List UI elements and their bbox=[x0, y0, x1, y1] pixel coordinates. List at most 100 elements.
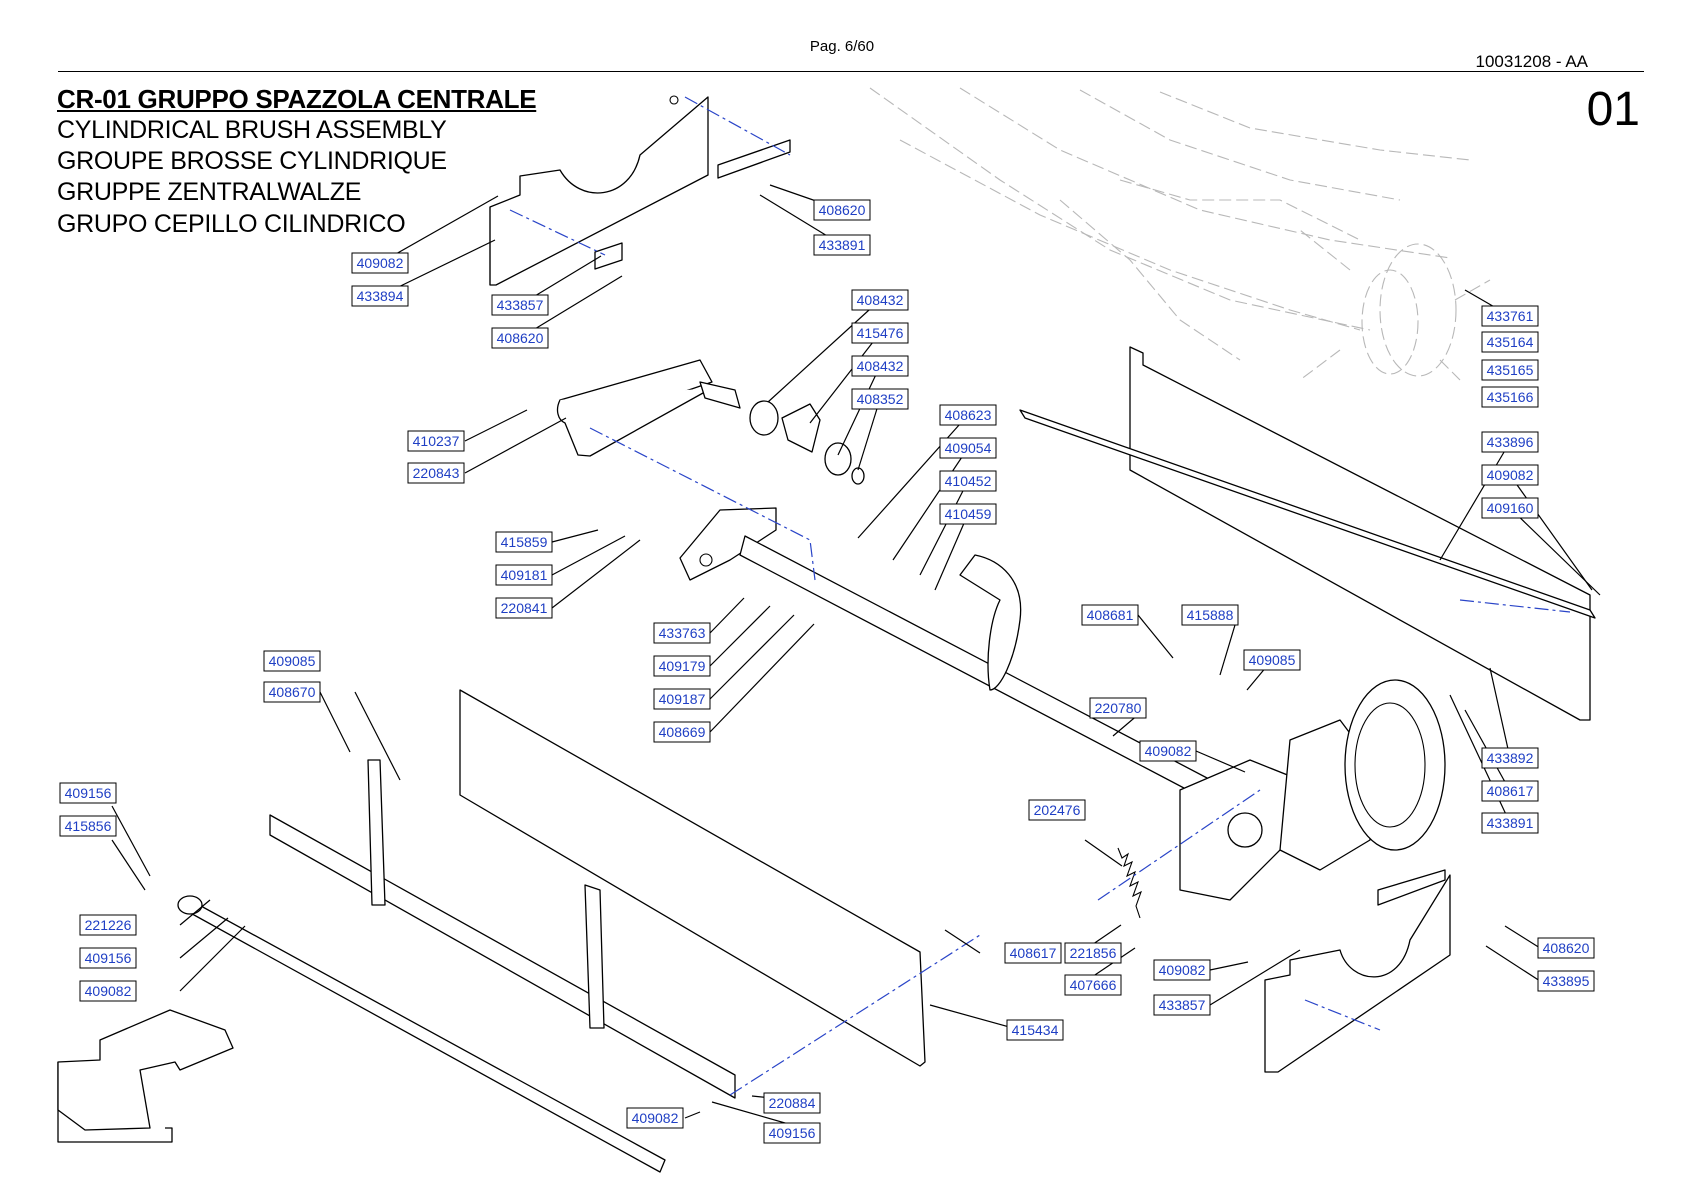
part-number-text: 408620 bbox=[819, 202, 866, 218]
part-label-box bbox=[79, 914, 137, 936]
subtitle-english: CYLINDRICAL BRUSH ASSEMBLY bbox=[57, 116, 447, 144]
part-number-text: 415856 bbox=[65, 818, 112, 834]
part-label-box bbox=[59, 782, 117, 804]
part-number-text: 410459 bbox=[945, 506, 992, 522]
part-label-box bbox=[1064, 942, 1122, 964]
part-label-box bbox=[939, 503, 997, 525]
part-number-text: 408432 bbox=[857, 292, 904, 308]
part-label-408617: 408617 bbox=[1004, 942, 1062, 964]
part-number-text: 433892 bbox=[1487, 750, 1534, 766]
part-number-text: 415859 bbox=[501, 534, 548, 550]
part-label-box bbox=[851, 355, 909, 377]
part-label-435166: 435166 bbox=[1481, 386, 1539, 408]
part-label-box bbox=[495, 564, 553, 586]
lower-front-flap bbox=[459, 689, 926, 1067]
part-label-box bbox=[653, 655, 711, 677]
part-number-text: 408617 bbox=[1487, 783, 1534, 799]
part-number-text: 410237 bbox=[413, 433, 460, 449]
part-label-box bbox=[263, 650, 321, 672]
part-label-408617: 408617 bbox=[1481, 780, 1539, 802]
part-label-433763: 433763 bbox=[653, 622, 711, 644]
top-side-plate bbox=[489, 95, 709, 286]
part-label-433892: 433892 bbox=[1481, 747, 1539, 769]
part-label-415434: 415434 bbox=[1006, 1019, 1064, 1041]
part-label-415859: 415859 bbox=[495, 531, 553, 553]
part-label-409181: 409181 bbox=[495, 564, 553, 586]
part-label-box bbox=[1537, 970, 1595, 992]
part-label-409179: 409179 bbox=[653, 655, 711, 677]
part-number-text: 409160 bbox=[1487, 500, 1534, 516]
part-label-409082: 409082 bbox=[79, 980, 137, 1002]
part-label-box bbox=[1081, 604, 1139, 626]
brush-arm bbox=[556, 359, 865, 485]
page-number: Pag. 6/60 bbox=[809, 38, 875, 55]
subtitle-spanish: GRUPO CEPILLO CILINDRICO bbox=[57, 210, 406, 238]
part-number-text: 409156 bbox=[65, 785, 112, 801]
part-label-box bbox=[1481, 331, 1539, 353]
part-label-409082: 409082 bbox=[626, 1107, 684, 1129]
part-label-box bbox=[351, 252, 409, 274]
part-label-433895: 433895 bbox=[1537, 970, 1595, 992]
part-label-408669: 408669 bbox=[653, 721, 711, 743]
part-number-labels: 408620 433891 409082 433894 433857 408620 4084… bbox=[59, 199, 1595, 1144]
part-label-box bbox=[939, 470, 997, 492]
part-number-text: 433895 bbox=[1543, 973, 1590, 989]
part-label-box bbox=[1153, 959, 1211, 981]
part-number-text: 433857 bbox=[1159, 997, 1206, 1013]
part-label-408432: 408432 bbox=[851, 289, 909, 311]
part-label-409082: 409082 bbox=[1139, 740, 1197, 762]
part-label-410237: 410237 bbox=[407, 430, 465, 452]
part-number-text: 433857 bbox=[497, 297, 544, 313]
tension-spring bbox=[1117, 847, 1142, 919]
part-number-text: 220843 bbox=[413, 465, 460, 481]
part-number-text: 433891 bbox=[819, 237, 866, 253]
part-label-220843: 220843 bbox=[407, 462, 465, 484]
orientation-arrow-block bbox=[57, 1009, 234, 1143]
part-label-box bbox=[1004, 942, 1062, 964]
part-label-box bbox=[1089, 697, 1147, 719]
part-number-text: 409054 bbox=[945, 440, 992, 456]
document-code: 10031208 - AA bbox=[1475, 52, 1588, 71]
part-label-433761: 433761 bbox=[1481, 305, 1539, 327]
part-label-409187: 409187 bbox=[653, 688, 711, 710]
part-label-box bbox=[491, 294, 549, 316]
assembly-axis-lines bbox=[509, 96, 1571, 1096]
part-label-408620: 408620 bbox=[813, 199, 871, 221]
part-label-433857: 433857 bbox=[1153, 994, 1211, 1016]
part-number-text: 409082 bbox=[632, 1110, 679, 1126]
part-label-box bbox=[1481, 497, 1539, 519]
lower-frame bbox=[177, 759, 736, 1173]
part-number-text: 409082 bbox=[1145, 743, 1192, 759]
part-label-box bbox=[813, 199, 871, 221]
part-number-text: 415434 bbox=[1012, 1022, 1059, 1038]
part-label-box bbox=[1181, 604, 1239, 626]
part-label-box bbox=[1481, 359, 1539, 381]
part-number-text: 409082 bbox=[357, 255, 404, 271]
part-number-text: 202476 bbox=[1034, 802, 1081, 818]
part-label-box bbox=[1481, 747, 1539, 769]
part-number-text: 435165 bbox=[1487, 362, 1534, 378]
subtitle-french: GROUPE BROSSE CYLINDRIQUE bbox=[57, 147, 447, 175]
part-label-408352: 408352 bbox=[851, 388, 909, 410]
part-label-433894: 433894 bbox=[351, 285, 409, 307]
part-label-box bbox=[1481, 386, 1539, 408]
part-number-text: 220780 bbox=[1095, 700, 1142, 716]
part-label-box bbox=[939, 404, 997, 426]
part-label-415856: 415856 bbox=[59, 815, 117, 837]
part-number-text: 408681 bbox=[1087, 607, 1134, 623]
part-number-text: 408669 bbox=[659, 724, 706, 740]
part-label-410459: 410459 bbox=[939, 503, 997, 525]
top-small-plate bbox=[594, 139, 791, 270]
part-label-408620: 408620 bbox=[491, 327, 549, 349]
part-label-433891: 433891 bbox=[813, 234, 871, 256]
part-label-409082: 409082 bbox=[351, 252, 409, 274]
part-label-box bbox=[1139, 740, 1197, 762]
part-label-415888: 415888 bbox=[1181, 604, 1239, 626]
part-number-text: 221856 bbox=[1070, 945, 1117, 961]
part-label-box bbox=[407, 430, 465, 452]
part-number-text: 409082 bbox=[1159, 962, 1206, 978]
part-number-text: 409187 bbox=[659, 691, 706, 707]
part-number-text: 409179 bbox=[659, 658, 706, 674]
part-number-text: 221226 bbox=[85, 917, 132, 933]
